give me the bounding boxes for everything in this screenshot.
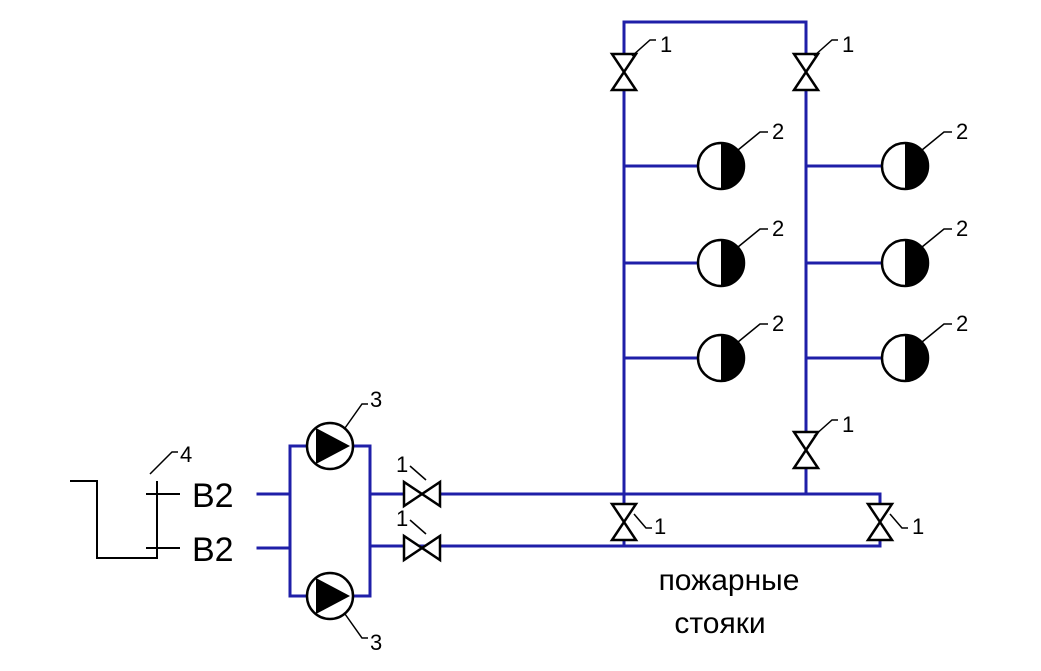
pump-lower: 3 [305, 571, 382, 655]
label-2: 2 [772, 216, 784, 241]
hydrant-right-2: 2 [880, 216, 968, 288]
label-1: 1 [842, 412, 854, 437]
valve-leader [409, 465, 427, 481]
label-3-upper: 3 [370, 387, 382, 412]
label-1: 1 [654, 514, 666, 539]
label-4: 4 [180, 442, 192, 467]
valve-main-end: 1 [866, 502, 924, 542]
label-1: 1 [660, 32, 672, 57]
label-2: 2 [956, 119, 968, 144]
fire-hydrant-icon [696, 238, 746, 288]
hydrant-left-2: 2 [696, 216, 784, 288]
valve-leader [633, 513, 652, 529]
valve-leader [409, 519, 427, 535]
valve-leader [813, 39, 838, 57]
hydrant-leader [921, 131, 952, 151]
inlet-leader [149, 451, 178, 475]
inlet-code-upper: В2 [192, 477, 234, 515]
valve-riser-left-bottom: 1 [610, 502, 666, 542]
hydrant-leader [921, 323, 952, 343]
label-2: 2 [772, 119, 784, 144]
valve-main-lower: 1 [396, 506, 442, 562]
hydrant-left-1: 2 [696, 119, 784, 191]
fire-hydrant-icon [696, 141, 746, 191]
pump-upper-leader [344, 403, 368, 429]
label-2: 2 [772, 311, 784, 336]
hydrant-leader [737, 131, 768, 151]
label-2: 2 [956, 216, 968, 241]
hydrant-leader [921, 228, 952, 248]
valve-leader [813, 419, 838, 437]
fire-hydrant-icon [880, 141, 930, 191]
label-1: 1 [396, 452, 408, 477]
pump-arrow-icon [316, 578, 350, 614]
label-1: 1 [842, 32, 854, 57]
valve-riser-right-bottom: 1 [792, 412, 854, 470]
gate-valve-icon [402, 534, 442, 562]
gate-valve-icon [792, 430, 820, 470]
pump-upper: 3 [305, 387, 382, 471]
hydrant-leader [737, 323, 768, 343]
caption-line-1: пожарные [659, 564, 800, 597]
fire-hydrant-icon [880, 333, 930, 383]
label-3-lower: 3 [370, 630, 382, 655]
fire-hydrant-icon [880, 238, 930, 288]
valve-riser-left-top: 1 [610, 32, 672, 92]
pipe-network [256, 20, 884, 598]
inlet-code-lower: В2 [192, 531, 234, 569]
hydrant-left-3: 2 [696, 311, 784, 383]
gate-valve-icon [866, 502, 894, 542]
valve-leader [631, 39, 656, 57]
valve-main-upper: 1 [396, 452, 442, 508]
valve-riser-right-top: 1 [792, 32, 854, 92]
valve-leader [889, 513, 908, 529]
gate-valve-icon [792, 52, 820, 92]
pump-lower-leader [344, 613, 368, 639]
caption-line-2: стояки [674, 607, 765, 640]
label-1: 1 [912, 514, 924, 539]
label-2: 2 [956, 311, 968, 336]
inlet-connection: В2 В2 4 [70, 442, 234, 569]
gate-valve-icon [610, 502, 638, 542]
inlet-outline [70, 480, 158, 559]
gate-valve-icon [402, 480, 442, 508]
fire-hydrant-icon [696, 333, 746, 383]
gate-valve-icon [610, 52, 638, 92]
hydrant-right-1: 2 [880, 119, 968, 191]
label-1: 1 [396, 506, 408, 531]
pump-arrow-icon [316, 428, 350, 464]
hydrant-right-3: 2 [880, 311, 968, 383]
hydrant-leader [737, 228, 768, 248]
